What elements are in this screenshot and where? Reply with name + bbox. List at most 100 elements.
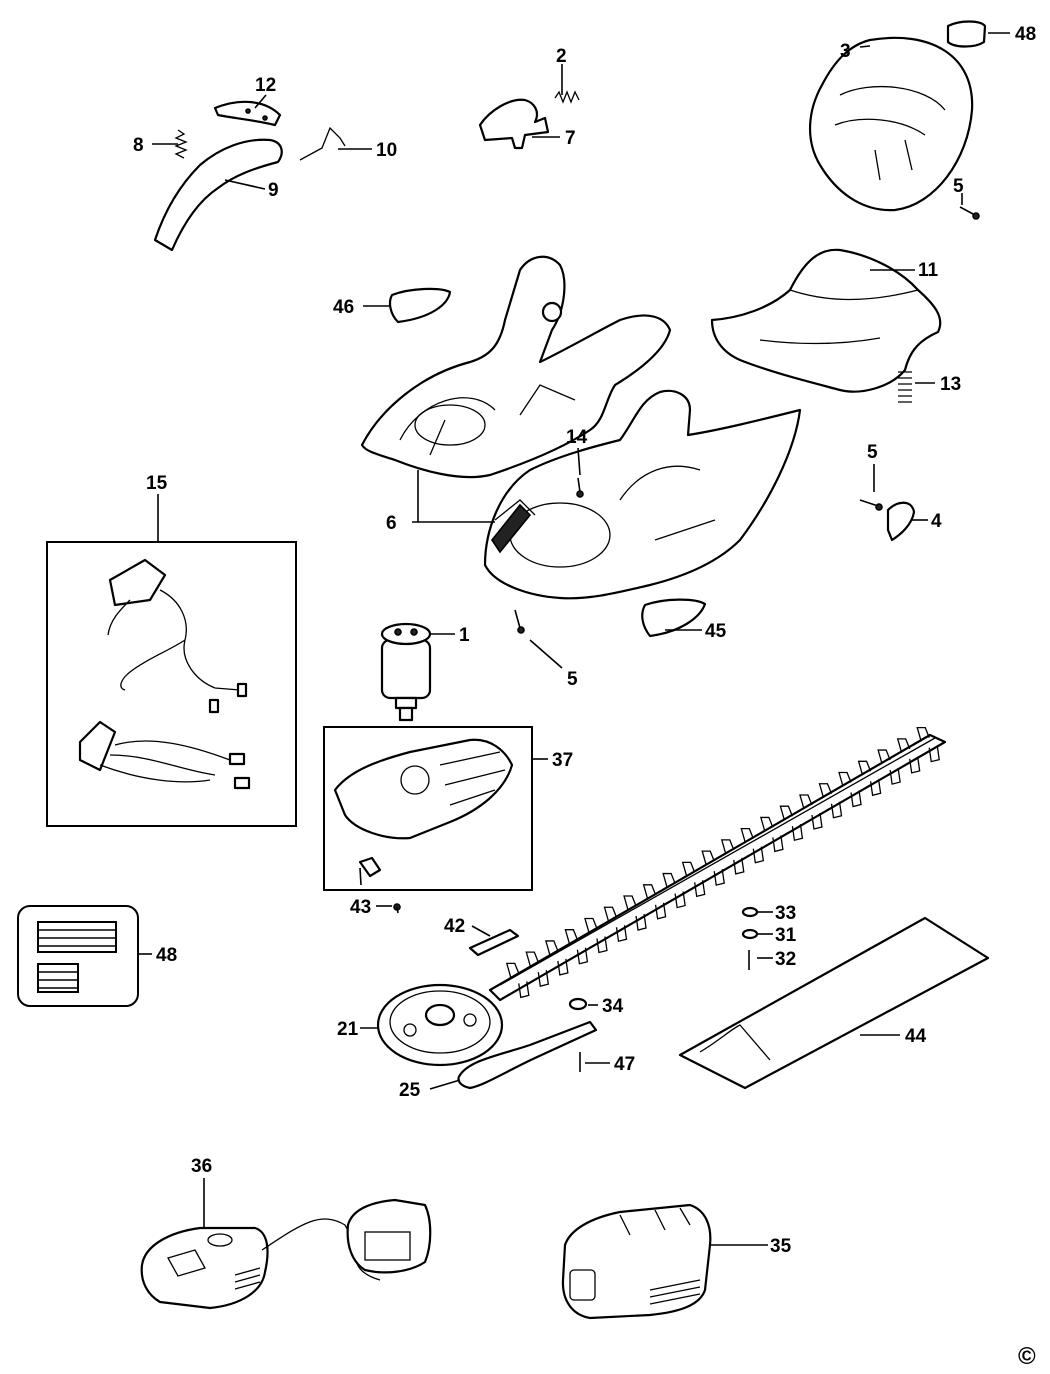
- label-46: 46: [333, 297, 354, 318]
- label-33: 33: [775, 903, 796, 924]
- label-1: 1: [459, 625, 470, 646]
- label-5-right: 5: [867, 442, 878, 463]
- label-35: 35: [770, 1236, 792, 1257]
- part-35-battery: [561, 1203, 712, 1320]
- label-37: 37: [552, 750, 573, 771]
- label-5-top: 5: [953, 176, 964, 197]
- blade-tooth-upper: [662, 872, 676, 888]
- part-43-screw: [393, 903, 401, 914]
- label-43: 43: [350, 897, 371, 918]
- part-1-motor: [380, 622, 432, 722]
- label-15: 15: [146, 473, 168, 494]
- blade-teeth: [505, 726, 940, 999]
- blade-bar: [488, 733, 947, 1002]
- part-4-clip: [886, 501, 916, 542]
- blade-tooth-upper: [720, 839, 735, 855]
- blade-tooth-lower: [654, 902, 667, 920]
- blade-tooth-lower: [752, 846, 765, 864]
- part-45-pad: [641, 598, 707, 638]
- part-12-lever-cap: [213, 100, 282, 127]
- blade-tooth-upper: [584, 917, 598, 933]
- part-25-connecting-rod: [457, 1020, 598, 1090]
- label-8: 8: [133, 135, 144, 156]
- label-44: 44: [905, 1026, 927, 1047]
- blade-tooth-upper: [760, 816, 774, 832]
- blade-tooth-upper: [799, 794, 813, 810]
- blade-tooth-lower: [869, 779, 882, 797]
- part-13-spring: [898, 371, 912, 403]
- part-36-charger: [140, 1198, 432, 1310]
- part-31-washer: [741, 928, 759, 940]
- blade-tooth-lower: [596, 936, 608, 954]
- label-34: 34: [602, 996, 624, 1017]
- blade-tooth-lower: [733, 857, 745, 875]
- blade-tooth-upper: [877, 749, 891, 765]
- label-5-middle: 5: [567, 669, 578, 690]
- blade-tooth-lower: [811, 812, 823, 830]
- blade-tooth-lower: [615, 925, 628, 943]
- blade-tooth-lower: [694, 880, 706, 898]
- blade-tooth-upper: [545, 940, 559, 956]
- label-7: 7: [565, 128, 576, 149]
- blade-tooth-lower: [850, 790, 862, 808]
- label-47: 47: [614, 1054, 635, 1075]
- label-13: 13: [940, 374, 961, 395]
- blade-tooth-lower: [791, 824, 804, 842]
- blade-tooth-upper: [623, 895, 637, 911]
- blade-tooth-upper: [701, 850, 715, 866]
- label-31: 31: [775, 925, 797, 946]
- part-7-switch-button: [478, 98, 550, 150]
- part-2-spring: [554, 90, 580, 104]
- label-14: 14: [566, 427, 588, 448]
- part-42-plate: [468, 928, 520, 957]
- label-21: 21: [337, 1019, 359, 1040]
- label-10: 10: [376, 140, 397, 161]
- blade-tooth-upper: [642, 884, 657, 899]
- blade-tooth-lower: [576, 947, 589, 965]
- part-14-screw: [576, 477, 584, 498]
- blade-tooth-upper: [896, 738, 911, 754]
- label-6: 6: [386, 513, 397, 534]
- blade-tooth-upper: [818, 783, 833, 798]
- label-48-left: 48: [156, 945, 177, 966]
- blade-tooth-lower: [772, 835, 784, 853]
- blade-tooth-upper: [857, 760, 872, 776]
- part-6-housing-left: [360, 255, 672, 479]
- part-5-screw-b: [514, 609, 525, 634]
- part-48-label: [17, 905, 139, 1007]
- leader-lines: [138, 32, 1010, 1246]
- blade-tooth-upper: [505, 962, 520, 978]
- blade-tooth-lower: [537, 970, 550, 987]
- part-37-gearbox: [333, 738, 514, 886]
- part-34-nut: [568, 997, 588, 1011]
- part-10-wire-clip: [299, 126, 346, 161]
- blade-tooth-upper: [603, 906, 618, 922]
- blade-tooth-upper: [564, 929, 579, 944]
- label-36: 36: [191, 1156, 212, 1177]
- label-32: 32: [775, 949, 796, 970]
- blade-tooth-lower: [674, 891, 686, 909]
- label-2: 2: [556, 46, 567, 67]
- label-42: 42: [444, 916, 465, 937]
- blade-tooth-lower: [889, 767, 901, 785]
- label-25: 25: [399, 1080, 421, 1101]
- blade-tooth-lower: [557, 958, 569, 976]
- part-15-box: [46, 541, 297, 827]
- blade-tooth-lower: [635, 913, 647, 931]
- part-15-switch-and-wires: [78, 558, 251, 790]
- part-8-spring: [174, 129, 188, 159]
- label-12: 12: [255, 75, 276, 96]
- blade-tooth-lower: [518, 981, 530, 999]
- part-5-screw-a: [959, 206, 980, 220]
- part-6-housing-right: [483, 389, 802, 600]
- part-37-box: [323, 726, 533, 891]
- part-21-gear: [376, 983, 504, 1067]
- label-3: 3: [840, 41, 851, 62]
- blade-tooth-upper: [740, 828, 754, 843]
- part-5-screw-c: [859, 499, 883, 511]
- blade-tooth-lower: [713, 869, 725, 886]
- label-48-top: 48: [1015, 24, 1036, 45]
- label-45: 45: [705, 621, 727, 642]
- label-9: 9: [268, 180, 279, 201]
